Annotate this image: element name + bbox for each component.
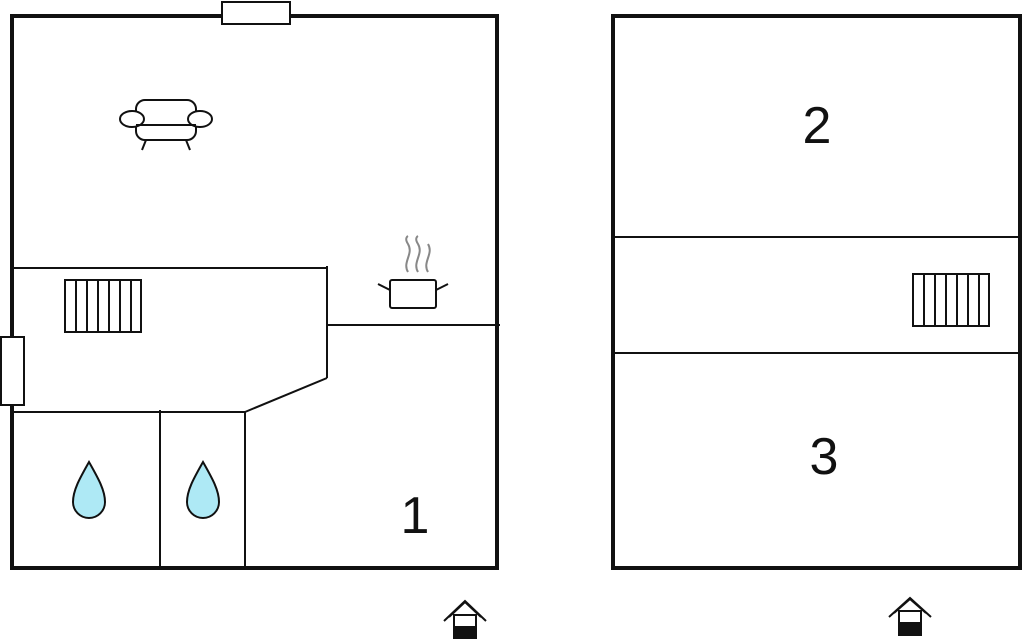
window-left [0,336,25,406]
staircase-icon [64,279,142,333]
entrance-house-icon [443,599,487,639]
water-drop-icon [71,459,107,519]
floor-plan-upper: 2 3 [611,14,1022,636]
entrance-house-icon [888,596,932,636]
room-label: 2 [803,97,832,155]
floor-plan-ground: 1 [0,1,500,639]
window-top [221,1,291,25]
room-label: 1 [401,487,430,545]
room-label: 3 [810,428,839,486]
water-drop-icon [185,459,221,519]
stove-pot-icon [377,235,449,309]
staircase-icon [912,273,990,327]
outer-wall [611,14,1022,570]
partition-wall [244,377,328,413]
sofa-icon [119,99,213,151]
